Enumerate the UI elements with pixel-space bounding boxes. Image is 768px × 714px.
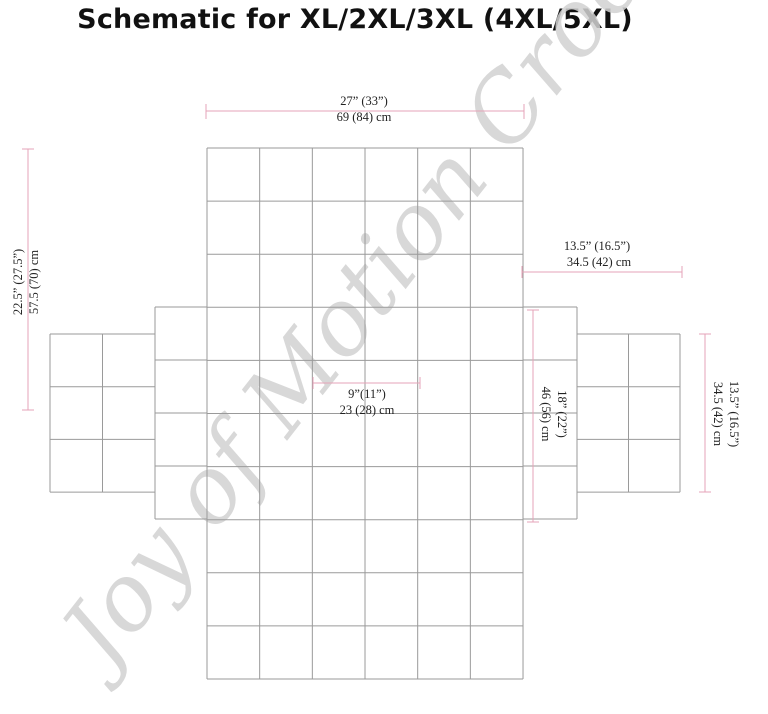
- sleeve-length-metric-label: 34.5 (42) cm: [567, 255, 631, 269]
- neck-imperial-label: 9”(11”): [348, 387, 386, 401]
- width-imperial-label: 27” (33”): [340, 94, 388, 108]
- width-metric-label: 69 (84) cm: [337, 110, 392, 124]
- height-metric-label: 57.5 (70) cm: [27, 250, 41, 314]
- grid-lines: [49, 147, 681, 680]
- sleeve-length-imperial-label: 13.5” (16.5”): [564, 239, 630, 253]
- neck-metric-label: 23 (28) cm: [340, 403, 395, 417]
- armhole-imperial-label: 18” (22”): [555, 390, 569, 438]
- armhole-metric-label: 46 (56) cm: [539, 387, 553, 442]
- watermark: Joy of Motion Crochet: [31, 0, 756, 696]
- height-imperial-label: 22.5” (27.5”): [11, 249, 25, 315]
- page-title: Schematic for XL/2XL/3XL (4XL/5XL): [77, 4, 633, 35]
- cuff-imperial-label: 13.5” (16.5”): [727, 381, 741, 447]
- cuff-metric-label: 34.5 (42) cm: [711, 382, 725, 446]
- dimension-lines: [22, 104, 711, 523]
